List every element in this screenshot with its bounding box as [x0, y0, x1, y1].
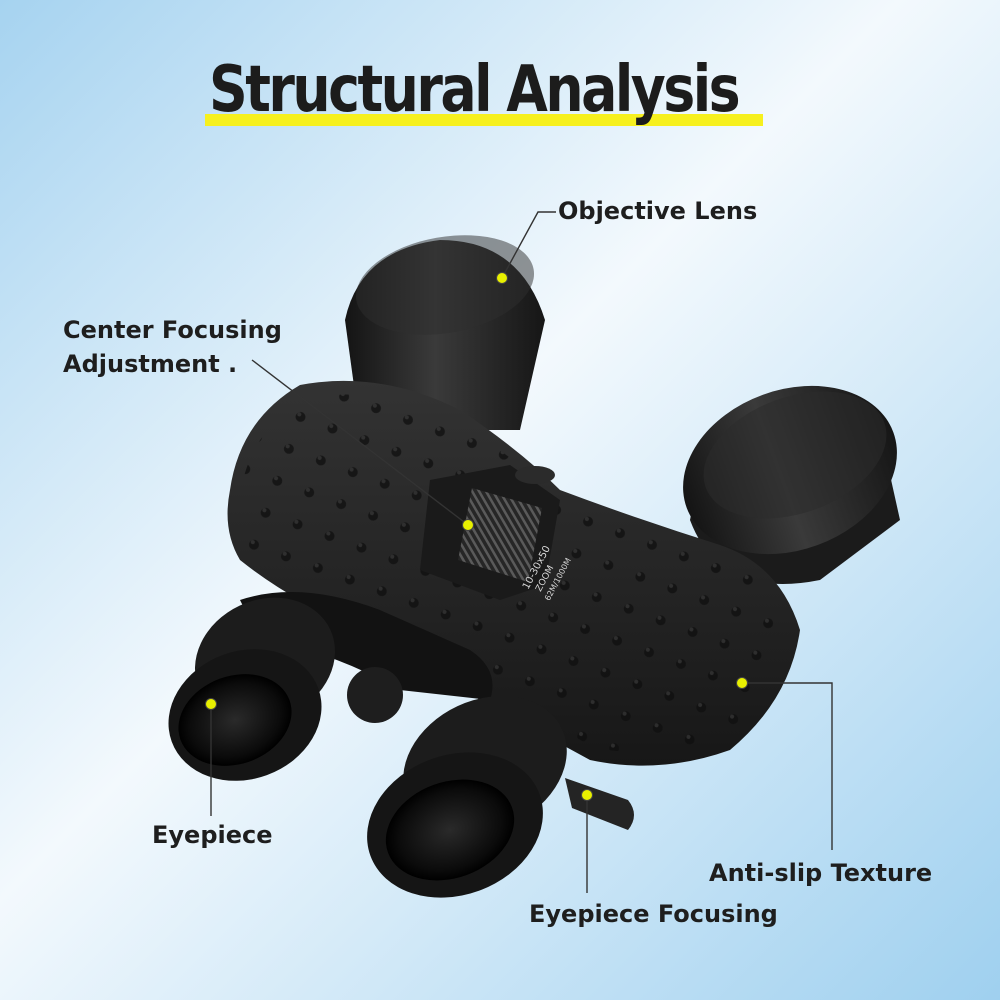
focus-wheel[interactable]: [458, 488, 542, 582]
label-center-focusing-line2: Adjustment .: [63, 350, 238, 378]
left-objective-barrel: [345, 235, 545, 430]
marker-dot-objective: [496, 272, 508, 284]
leader-lines: [210, 211, 833, 893]
label-eyepiece: Eyepiece: [152, 821, 273, 849]
label-center-focusing: Center Focusing Adjustment .: [63, 313, 282, 381]
label-eyepiece-focusing: Eyepiece Focusing: [529, 900, 778, 928]
marker-dots: [205, 272, 748, 801]
eyepiece-focusing-lever[interactable]: [565, 778, 634, 830]
label-anti-slip-texture: Anti-slip Texture: [709, 859, 933, 887]
marker-dot-center: [462, 519, 474, 531]
page-title: Structural Analysis: [209, 53, 741, 127]
label-objective-lens: Objective Lens: [558, 197, 758, 225]
leader-center: [251, 359, 469, 526]
left-eyepiece: [168, 597, 336, 781]
title-highlight-bar: [205, 114, 763, 126]
right-eyepiece: [367, 696, 567, 898]
leader-antislip: [742, 682, 833, 850]
marker-dot-eyepiece: [205, 698, 217, 710]
leader-objective: [501, 211, 556, 279]
label-center-focusing-line1: Center Focusing: [63, 316, 282, 344]
marker-dot-focusing: [581, 789, 593, 801]
marker-dot-antislip: [736, 677, 748, 689]
title-block: Structural Analysis: [205, 48, 765, 138]
center-bridge: [420, 465, 560, 600]
right-objective-barrel: [683, 385, 900, 584]
